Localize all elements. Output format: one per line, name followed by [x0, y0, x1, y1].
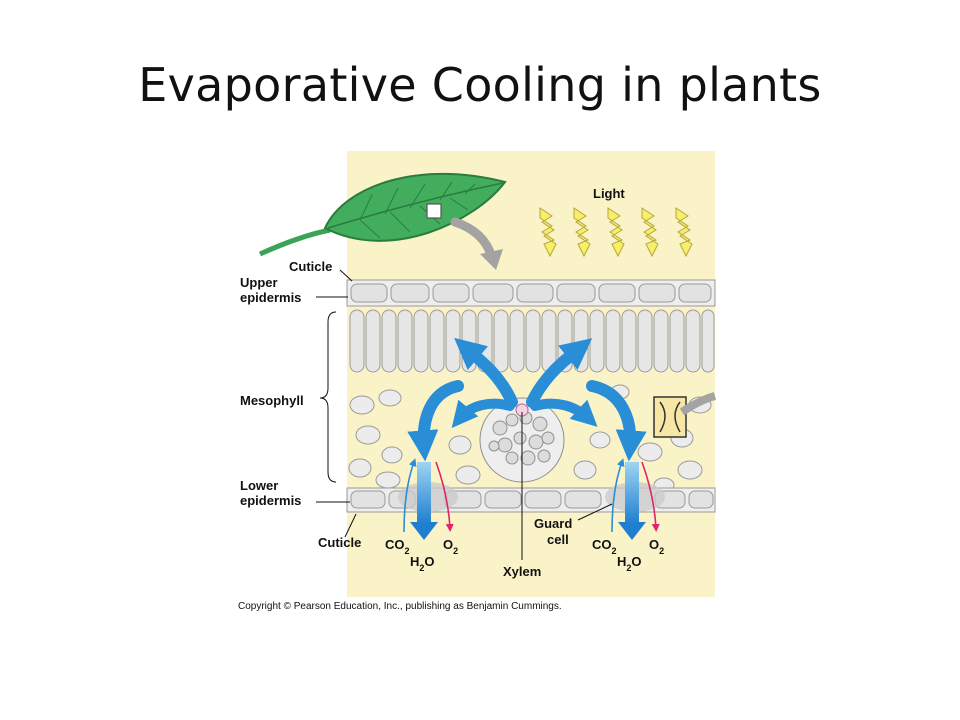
- water-flow-arrows: [407, 337, 647, 462]
- xylem-label: Xylem: [503, 564, 541, 579]
- cuticle-bottom-leader: [344, 513, 357, 538]
- guard-cell-label-line1: Guard: [534, 516, 572, 531]
- guard-cell-label-line2: cell: [547, 532, 569, 547]
- palisade-mesophyll-layer: [349, 309, 715, 373]
- gas-exchange-arrows: [403, 458, 660, 533]
- water-vapor-exit-arrows: [410, 462, 646, 540]
- light-label: Light: [593, 186, 625, 201]
- cuticle-top-leader: [339, 269, 353, 282]
- co2-label-right: CO2: [592, 537, 617, 556]
- upper-epidermis-label-line1: Upper: [240, 275, 278, 290]
- slide-title: Evaporative Cooling in plants: [138, 58, 822, 112]
- leaf-illustration: [258, 172, 507, 257]
- copyright-notice: Copyright © Pearson Education, Inc., pub…: [238, 601, 562, 612]
- mesophyll-brace: [319, 311, 337, 483]
- upper-epidermis-label-line2: epidermis: [240, 290, 301, 305]
- o2-label-right: O2: [649, 537, 664, 556]
- o2-label-left: O2: [443, 537, 458, 556]
- lower-epidermis-label-line1: Lower: [240, 478, 278, 493]
- stoma-inset: [653, 392, 717, 438]
- guard-cell-leader: [577, 503, 613, 521]
- light-ray-icons: [539, 207, 693, 258]
- h2o-label-left: H2O: [410, 554, 435, 573]
- mesophyll-label: Mesophyll: [240, 393, 304, 408]
- h2o-label-right: H2O: [617, 554, 642, 573]
- upper-epidermis-layer: [346, 279, 716, 307]
- cuticle-bottom-label: Cuticle: [318, 535, 361, 550]
- co2-label-left: CO2: [385, 537, 410, 556]
- cuticle-top-label: Cuticle: [289, 259, 332, 274]
- lower-epidermis-label-line2: epidermis: [240, 493, 301, 508]
